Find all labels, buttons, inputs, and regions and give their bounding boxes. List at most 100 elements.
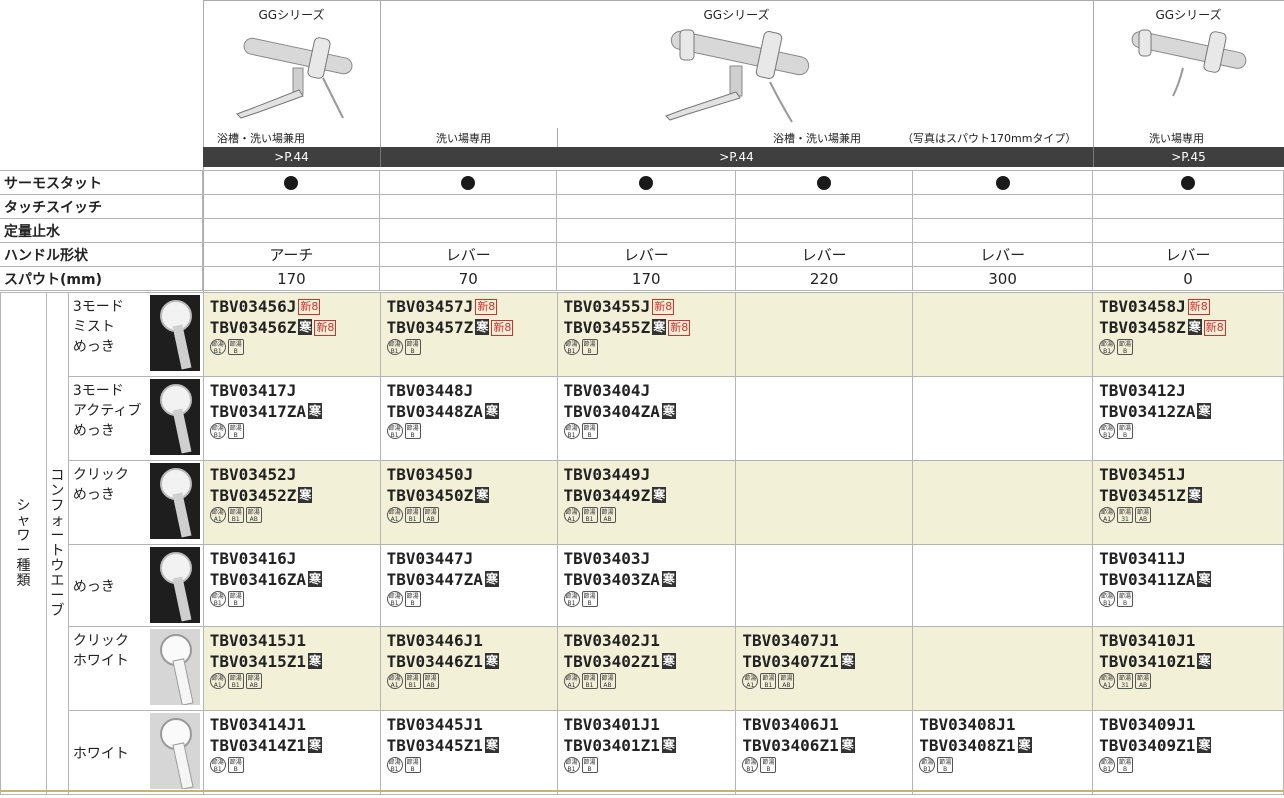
product-cell: [912, 376, 1094, 461]
product-code-text: TBV03416ZA: [209, 570, 307, 589]
spec-value: [1092, 218, 1284, 243]
product-code-text: TBV03448J: [386, 381, 474, 400]
divider: [1093, 0, 1094, 167]
shower-name-cell: 3モードミストめっき: [67, 292, 149, 377]
product-code: TBV03409J1: [1099, 714, 1283, 735]
spec-value: アーチ: [202, 242, 381, 267]
product-code: TBV03408J1: [919, 714, 1092, 735]
product-code-text: TBV03417J: [209, 381, 297, 400]
product-code-text: TBV03458J: [1099, 297, 1186, 316]
product-cell: [912, 460, 1094, 545]
product-code-text: TBV03457J: [386, 297, 474, 316]
shower-name: クリックめっき: [72, 467, 129, 503]
product-code: TBV03403J: [564, 548, 736, 569]
product-code: TBV03448J: [387, 380, 557, 401]
shower-image-cell: [148, 710, 204, 795]
shower-name-cell: クリックめっき: [67, 460, 149, 545]
product-code-text: TBV03410J1: [1099, 631, 1196, 650]
cold-region-badge: 寒: [484, 571, 499, 587]
usage-label: 洗い場専用: [436, 132, 491, 145]
faucet-image: [1131, 29, 1247, 97]
product-cell: [735, 292, 914, 377]
product-code: TBV03412J: [1099, 380, 1283, 401]
spec-value: [1092, 194, 1284, 219]
cold-region-badge: 寒: [298, 319, 313, 335]
product-code-text: TBV03403J: [563, 549, 651, 568]
product-code: TBV03401J1: [564, 714, 736, 735]
cold-region-badge: 寒: [661, 653, 676, 669]
cold-region-badge: 寒: [298, 487, 313, 503]
new-product-badge: 新8: [491, 320, 514, 336]
product-code-text: TBV03455J: [563, 297, 651, 316]
product-code-text: TBV03456J: [209, 297, 297, 316]
product-code-text: TBV03450J: [386, 465, 474, 484]
spec-value: レバー: [556, 242, 737, 267]
cold-region-badge: 寒: [1197, 571, 1212, 587]
spec-row: タッチスイッチ: [0, 194, 1284, 219]
spec-label: サーモスタット: [0, 170, 204, 195]
product-cell: [912, 292, 1094, 377]
shower-name-cell: ホワイト: [67, 710, 149, 795]
spec-label: ハンドル形状: [0, 242, 204, 267]
product-code: TBV03451J: [1099, 464, 1283, 485]
filled-dot-icon: [284, 176, 299, 190]
product-code: TBV03414J1: [210, 714, 380, 735]
spec-value: 220: [735, 266, 914, 291]
product-code-text: TBV03404ZA: [563, 402, 660, 421]
divider: [1093, 147, 1094, 167]
product-code-text: TBV03409J1: [1099, 715, 1196, 734]
shower-name: ホワイト: [72, 746, 129, 762]
shower-image-cell: [148, 460, 204, 545]
shower-name: めっき: [72, 579, 115, 595]
new-product-badge: 新8: [1203, 320, 1226, 336]
product-code-text: TBV03412J: [1099, 381, 1186, 400]
product-code-text: TBV03414Z1: [209, 736, 307, 755]
spec-value: 170: [202, 266, 381, 291]
shower-type-label: シャワー種類: [0, 292, 47, 795]
spec-value: [912, 218, 1094, 243]
product-code-text: TBV03448ZA: [386, 402, 483, 421]
spec-label: スパウト(mm): [0, 266, 204, 291]
spec-value: [202, 194, 381, 219]
spec-value: レバー: [912, 242, 1094, 267]
